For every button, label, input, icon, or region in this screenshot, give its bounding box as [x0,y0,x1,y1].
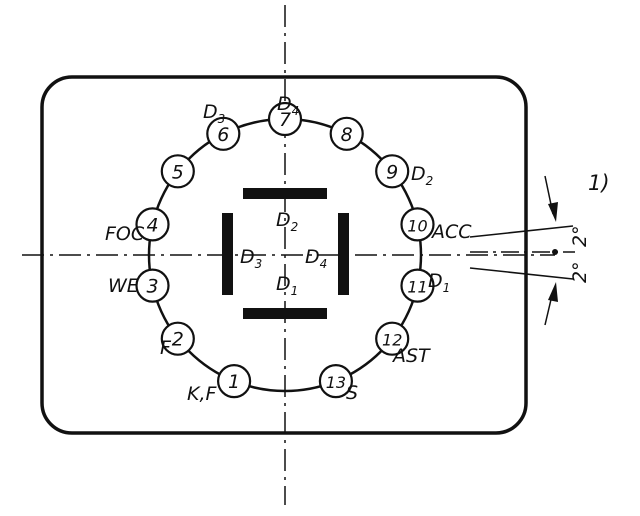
label-d4-top: D4 [277,93,299,118]
label-f: F [160,337,172,359]
pin-5-circle [160,154,195,189]
plate-d4-right [338,213,349,295]
pin-3-circle [135,268,170,303]
footnote-marker: 1) [588,171,610,195]
plate-d1-bottom [243,308,327,319]
pin-12-label: 12 [382,331,402,350]
plate-d2-top [243,188,327,199]
arrow-down-head [548,202,558,222]
pin-11-circle [400,268,435,303]
label-we: WE [108,275,139,297]
pin-2-circle [160,321,195,356]
pin-2-label: 2 [172,329,184,351]
pin-7-circle [267,101,303,137]
pin-1-circle [217,364,252,399]
label-s: S [346,382,358,404]
pin-7-label: 7 [279,109,291,131]
label-foc: FOC [105,223,145,245]
pin-13-circle [318,364,353,399]
pin-8-label: 8 [341,124,353,146]
pin-9-circle [375,154,410,189]
pin-3-label: 3 [146,276,158,298]
pin-6-circle [206,116,241,151]
label-d2-right: D2 [411,163,433,188]
pin-1-label: 1 [228,371,240,393]
pin-8-circle [329,116,364,151]
label-d4-center: D4 [305,246,327,271]
pin-11-label: 11 [407,278,427,297]
pin-5-label: 5 [172,161,184,183]
pin-4-circle [135,207,170,242]
plate-d3-left [222,213,233,295]
label-d1-center: D1 [276,273,298,298]
angle-label-top: 2° [569,225,591,247]
label-kf: K,F [187,383,217,405]
label-ast: AST [391,345,431,367]
label-d3-top: D3 [203,101,225,126]
label-d3-center: D3 [240,246,262,271]
angle-vertex-dot [552,249,558,255]
angle-line-lower [469,267,574,280]
pin-13-label: 13 [326,373,346,392]
pin-6-label: 6 [217,124,229,146]
angle-label-bottom: 2° [569,261,591,283]
pin-9-label: 9 [386,161,398,183]
angle-line-upper [469,225,574,238]
arrow-up-head [548,282,558,302]
pin-12-circle [375,321,410,356]
label-d1-right: D1 [428,270,450,295]
pin-10-circle [400,207,435,242]
pin-4-label: 4 [146,214,158,236]
label-d2-center: D2 [276,209,298,234]
pin-10-label: 10 [407,216,427,235]
label-acc: ACC [430,221,472,243]
